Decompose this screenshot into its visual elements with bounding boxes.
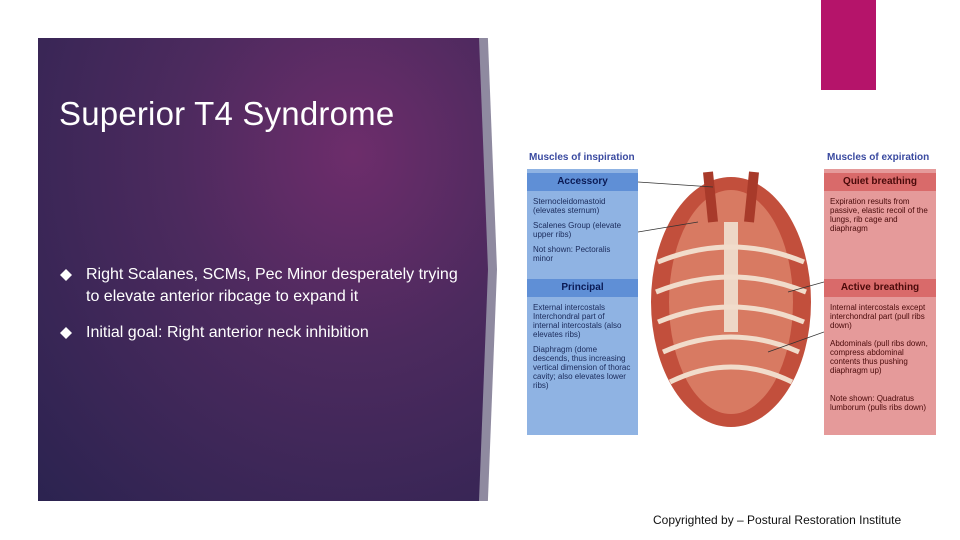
active-breathing-item: Abdominals (pull ribs down, compress abd… [830, 339, 928, 375]
accessory-item: Scalenes Group (elevate upper ribs) [533, 221, 622, 239]
bullet-text: Right Scalanes, SCMs, Pec Minor desperat… [86, 266, 458, 305]
quiet-breathing-item: Expiration results from passive, elastic… [830, 197, 928, 233]
active-breathing-item: Note shown: Quadratus lumborum (pulls ri… [830, 394, 927, 412]
principal-item: Diaphragm (dome descends, thus increasin… [533, 345, 631, 390]
expiration-column: Quiet breathing Expiration results from … [824, 169, 936, 435]
list-item: Initial goal: Right anterior neck inhibi… [60, 322, 460, 344]
bullet-list: Right Scalanes, SCMs, Pec Minor desperat… [60, 264, 460, 358]
inspiration-column: Accessory Sternocleidomastoid (elevates … [527, 169, 638, 435]
bullet-text: Initial goal: Right anterior neck inhibi… [86, 324, 369, 341]
copyright-caption: Copyrighted by – Postural Restoration In… [653, 513, 902, 527]
accessory-item: Not shown: Pectoralis minor [533, 245, 611, 263]
list-item: Right Scalanes, SCMs, Pec Minor desperat… [60, 264, 460, 308]
title-panel [38, 38, 488, 501]
principal-item: External intercostals Interchondral part… [533, 303, 622, 339]
diamond-bullet-icon [60, 269, 72, 281]
accent-bar [821, 0, 876, 90]
ribcage-illustration [638, 171, 824, 427]
diamond-bullet-icon [60, 327, 72, 339]
accessory-item: Sternocleidomastoid (elevates sternum) [533, 197, 606, 215]
breathing-muscles-diagram: Muscles of inspiration Muscles of expira… [527, 152, 937, 437]
inspiration-header: Muscles of inspiration [529, 152, 635, 163]
quiet-breathing-heading: Quiet breathing [824, 173, 936, 191]
slide-title: Superior T4 Syndrome [59, 95, 395, 132]
expiration-header: Muscles of expiration [827, 152, 930, 163]
accessory-heading: Accessory [527, 173, 638, 191]
active-breathing-heading: Active breathing [824, 279, 936, 297]
principal-heading: Principal [527, 279, 638, 297]
active-breathing-item: Internal intercostals except interchondr… [830, 303, 926, 330]
